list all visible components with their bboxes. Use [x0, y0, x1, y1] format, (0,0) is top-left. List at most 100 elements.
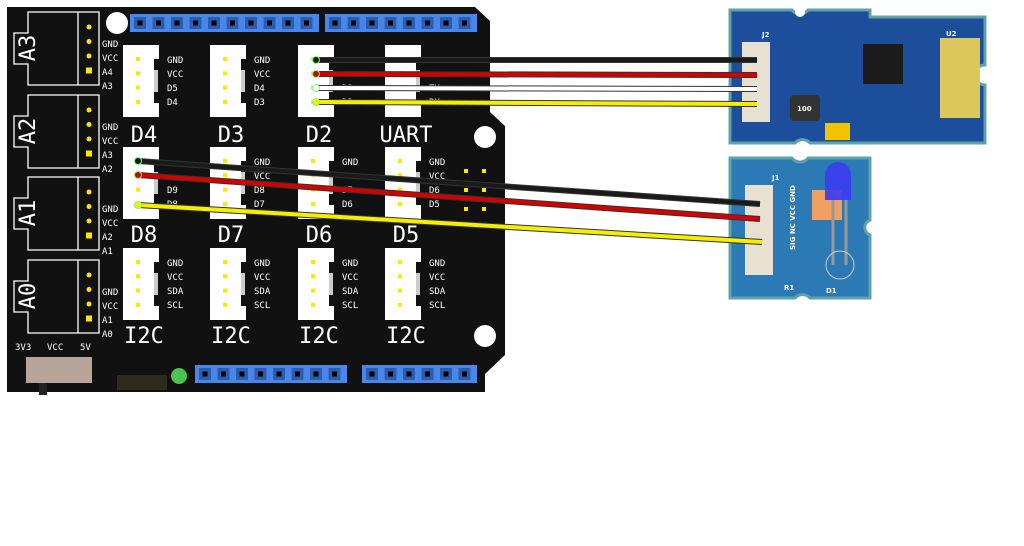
pin-dot	[86, 122, 92, 127]
pin-pad	[311, 274, 315, 279]
header-pin-hole	[462, 371, 467, 377]
header-pin-hole	[406, 371, 412, 377]
grove-connector	[210, 248, 246, 320]
pin-pad	[223, 274, 227, 279]
grove-latch	[241, 70, 245, 92]
led-footprint	[825, 250, 855, 280]
header-body	[195, 365, 347, 383]
pin-label: A2	[102, 233, 113, 243]
switch-label: VCC	[47, 343, 63, 353]
pin-pad	[398, 187, 402, 192]
pin-label: A3	[102, 151, 113, 161]
pin-label: GND	[342, 158, 358, 168]
header-pin-hole	[443, 371, 449, 377]
pin-label: GND	[102, 40, 118, 50]
port-label: UART	[380, 123, 433, 148]
grove-latch	[154, 70, 158, 92]
header-pin-hole	[137, 20, 143, 26]
pin-pad	[398, 159, 402, 163]
pin-label: SDA	[342, 287, 359, 297]
header-pin-hole	[248, 20, 254, 26]
connector-label: J2	[761, 31, 770, 39]
pin-label: SCL	[254, 301, 270, 311]
wire-endpoint	[134, 157, 142, 165]
pin-pad	[223, 159, 227, 163]
pin-label: GND	[254, 158, 270, 168]
header-pin-hole	[156, 20, 161, 26]
power-led	[171, 368, 187, 384]
header-pin-hole	[202, 371, 208, 377]
header-pin-hole	[285, 20, 291, 26]
pad	[464, 188, 468, 192]
wire-d8-to-j1	[137, 203, 763, 244]
pin-label: A3	[102, 82, 113, 92]
pin-label: SCL	[167, 301, 183, 311]
switch-lever	[39, 383, 47, 395]
pin-label: SDA	[429, 287, 446, 297]
mounting-hole	[474, 126, 496, 148]
pin-pad	[398, 201, 402, 206]
pin-label: GND	[167, 56, 183, 66]
port-label: D7	[218, 223, 245, 248]
pin-labels: SIG NC VCC GND	[789, 185, 797, 250]
pin-label: GND	[254, 56, 270, 66]
grove-latch	[329, 70, 333, 92]
resistor-label: R1	[784, 284, 794, 292]
port-label: D2	[306, 123, 333, 148]
pin-label: A2	[102, 165, 113, 175]
switch-label: 3V3	[15, 343, 31, 353]
pin-pad	[311, 288, 315, 293]
pin-label: D6	[429, 186, 440, 196]
pad	[482, 169, 486, 173]
pin-pad	[311, 260, 315, 264]
pin-label: GND	[102, 205, 118, 215]
port-label: D5	[393, 223, 420, 248]
analog-port-outline	[13, 94, 100, 169]
pin-pad	[223, 260, 227, 264]
header-pin-hole	[369, 20, 375, 26]
pin-label: VCC	[167, 70, 183, 80]
pin-pad	[223, 288, 227, 293]
pin-label: GND	[102, 288, 118, 298]
pin-square	[86, 315, 92, 322]
port-label: D6	[306, 223, 333, 248]
grove-latch	[154, 172, 158, 194]
pin-square	[86, 67, 92, 74]
pin-label: VCC	[429, 273, 445, 283]
connector-j2	[742, 42, 770, 122]
pin-label: VCC	[429, 172, 445, 182]
wire-endpoint	[134, 171, 142, 179]
grove-latch	[241, 273, 245, 295]
power-switch[interactable]	[26, 357, 92, 383]
port-label: D3	[218, 123, 245, 148]
pad	[464, 169, 468, 173]
pin-pad	[311, 302, 315, 307]
pin-label: VCC	[167, 273, 183, 283]
pin-pad	[398, 302, 402, 307]
header-pin-hole	[304, 20, 309, 26]
pin-label: GND	[342, 259, 358, 269]
pin-square	[86, 150, 92, 157]
wire-endpoint	[312, 98, 320, 106]
pin-label: SCL	[429, 301, 445, 311]
grove-connector	[385, 248, 421, 320]
pin-label: A4	[102, 68, 113, 78]
pin-dot	[86, 24, 92, 30]
pin-dot	[86, 218, 92, 224]
pin-label: VCC	[254, 70, 270, 80]
grove-port-d8: D9D8D8	[123, 147, 178, 248]
pin-label: D5	[429, 200, 440, 210]
wire-d2-to-j2	[315, 86, 758, 91]
pin-dot	[86, 107, 92, 113]
grove-base-shield: GNDVCCA4A3A3GNDVCCA3A2A2GNDVCCA2A1A1GNDV…	[7, 7, 505, 395]
chip-label: U2	[946, 30, 957, 38]
bottom-header-right	[362, 365, 477, 383]
mount-hole	[795, 7, 805, 17]
wire-d8-to-j1	[137, 159, 761, 206]
pin-dot	[86, 287, 92, 292]
pin-label: VCC	[254, 172, 270, 182]
